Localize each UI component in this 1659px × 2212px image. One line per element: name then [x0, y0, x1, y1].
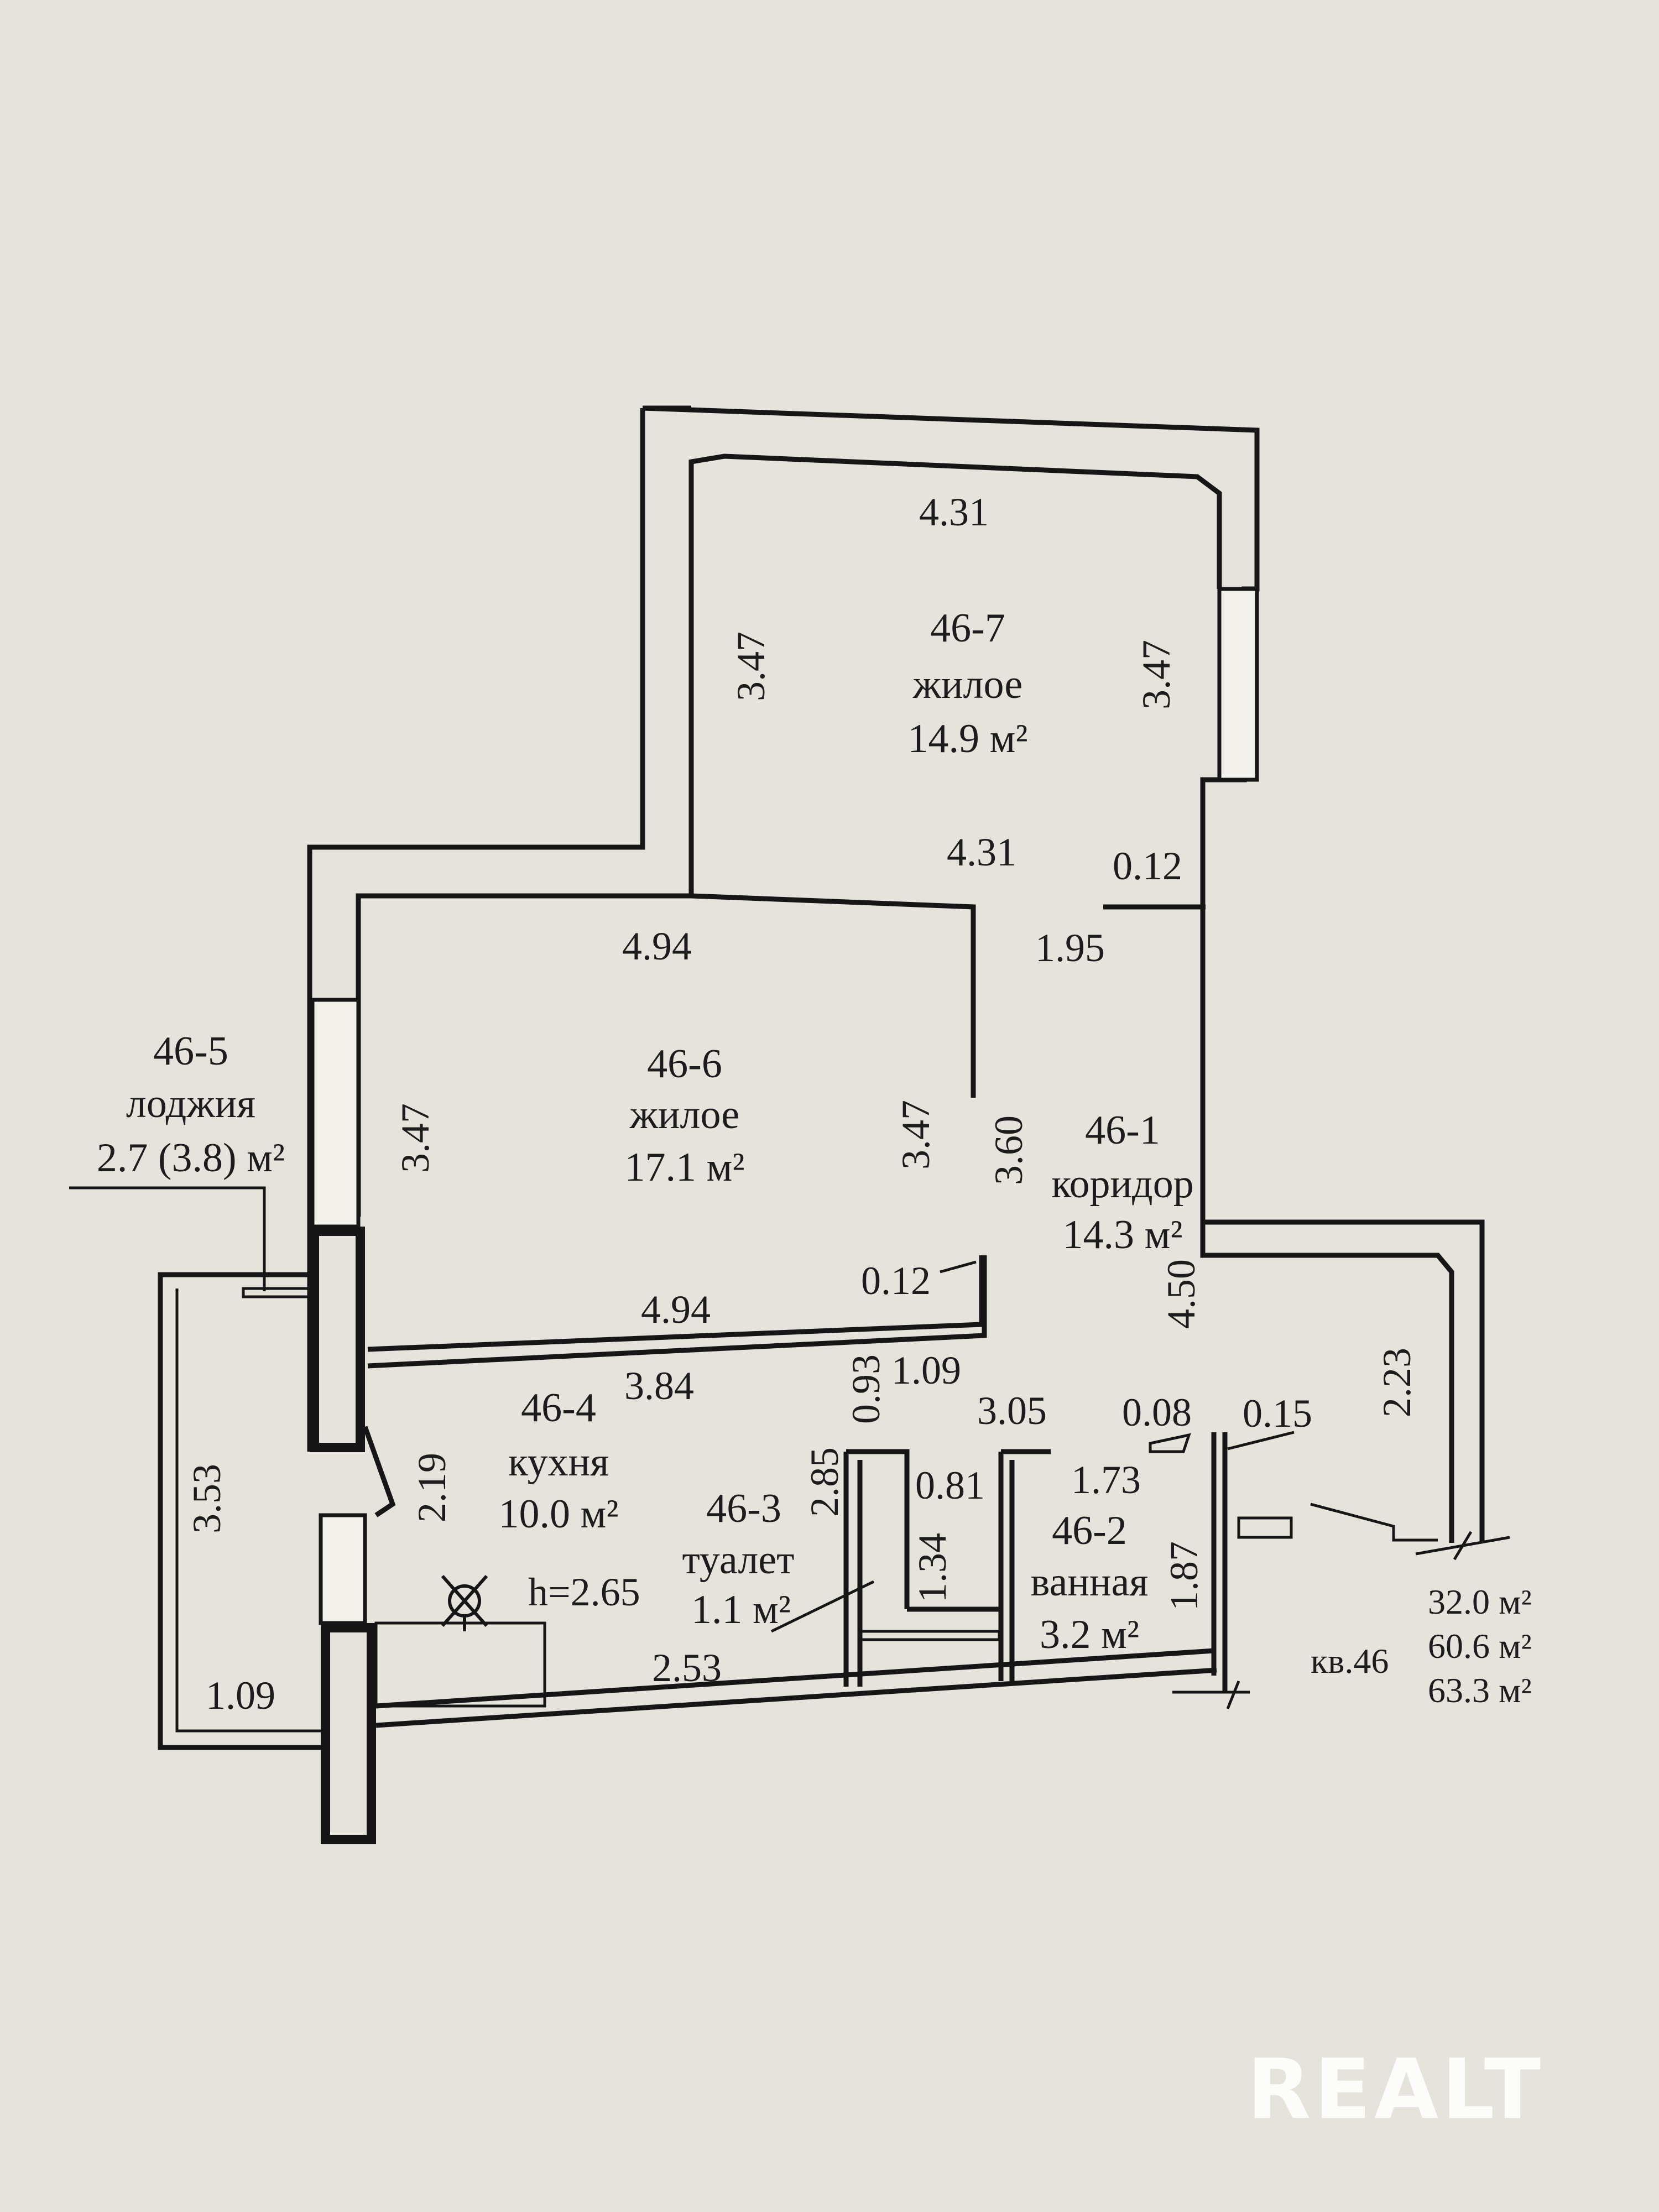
toilet-leader [770, 1580, 875, 1633]
toilet-step [858, 1630, 1001, 1641]
dim-log-bottom: 1.09 [206, 1673, 275, 1718]
exterior-tick [1415, 1531, 1510, 1561]
dim-0-08: 0.08 [1122, 1390, 1192, 1434]
total-area: 60.6 м² [1428, 1626, 1532, 1666]
dim-kit-bottom: 2.53 [652, 1646, 722, 1690]
bottom-wall [375, 1648, 1217, 1728]
dim-2-85: 2.85 [802, 1447, 847, 1517]
dim-r7-right: 3.47 [1134, 640, 1178, 709]
gas-supply-icon [441, 1575, 488, 1631]
corridor-right-wall [1200, 780, 1454, 1543]
dim-0-81: 0.81 [915, 1463, 985, 1507]
loggia-door [242, 1287, 311, 1298]
room-46-1-id: 46-1 [1085, 1108, 1160, 1153]
dim-cor-1-95: 1.95 [1035, 926, 1105, 970]
kitchen-window-jamb [362, 1426, 396, 1517]
leader-1-94 [1310, 1503, 1438, 1542]
realt-watermark: REALT [1247, 2042, 1544, 2138]
dim-partition-a: 0.12 [1113, 844, 1182, 888]
dim-1-34: 1.34 [910, 1533, 954, 1603]
window-kitchen [319, 1513, 367, 1625]
dim-r6-left: 3.47 [393, 1103, 437, 1173]
room-46-6-id: 46-6 [647, 1041, 722, 1087]
dim-cor-2-23: 2.23 [1375, 1348, 1419, 1417]
kitchen-counter [374, 1621, 546, 1708]
wall-pier-inner [319, 1236, 356, 1443]
dim-r6-top: 4.94 [622, 924, 692, 968]
dim-1-09: 1.09 [891, 1348, 961, 1392]
loggia-leader [69, 1186, 266, 1291]
dim-r7-top: 4.31 [919, 490, 989, 534]
bathroom-walls [998, 1432, 1228, 1692]
total-area-with-loggia: 63.3 м² [1428, 1671, 1532, 1710]
living-area: 32.0 м² [1428, 1582, 1532, 1621]
room-46-2-id: 46-2 [1052, 1508, 1127, 1553]
room-46-3-type: туалет [682, 1537, 795, 1583]
window-46-6 [310, 998, 361, 1229]
dim-0-93: 0.93 [844, 1354, 888, 1424]
kitchen-wall-pier-inner [330, 1632, 367, 1835]
room-46-7-area: 14.9 м² [907, 716, 1027, 761]
dim-cor-4-50: 4.50 [1159, 1259, 1203, 1329]
room-46-2-area: 3.2 м² [1040, 1612, 1139, 1657]
dim-r6-bottom: 4.94 [641, 1287, 711, 1332]
dim-r7-bottom: 4.31 [947, 830, 1016, 874]
ceiling-height: h=2.65 [528, 1570, 640, 1614]
room-46-7-inner-wall [688, 453, 1222, 896]
dim-kit-side: 2.19 [410, 1453, 454, 1522]
room-46-4-type: кухня [508, 1439, 609, 1485]
room-46-5-type: лоджия [126, 1081, 255, 1126]
window-46-7 [1217, 587, 1259, 782]
room-46-1-type: коридор [1051, 1161, 1193, 1207]
room-46-6-bottom-wall [367, 1255, 987, 1369]
room-46-3-area: 1.1 м² [691, 1587, 791, 1632]
dim-kit-top: 3.84 [624, 1364, 694, 1408]
room-46-6-area: 17.1 м² [624, 1145, 744, 1190]
room-46-1-area: 14.3 м² [1062, 1212, 1182, 1258]
room-46-4-area: 10.0 м² [498, 1491, 618, 1537]
dim-1-73: 1.73 [1071, 1458, 1141, 1502]
dim-r6-right: 3.47 [894, 1100, 938, 1170]
room-46-4-id: 46-4 [521, 1385, 596, 1431]
dim-0-15: 0.15 [1243, 1391, 1312, 1436]
dim-cor-3-60: 3.60 [987, 1115, 1031, 1185]
room-46-7-type: жилое [912, 662, 1022, 707]
leader-0-15 [1227, 1431, 1295, 1451]
dim-3-05: 3.05 [977, 1389, 1047, 1433]
dim-1-87: 1.87 [1162, 1541, 1206, 1611]
room-46-7-id: 46-7 [930, 606, 1005, 651]
room-46-3-id: 46-3 [706, 1486, 781, 1531]
room-46-5-area: 2.7 (3.8) м² [97, 1135, 285, 1181]
bathroom-partition [1149, 1433, 1191, 1453]
entry-ticks [1172, 1681, 1250, 1709]
toilet-walls [843, 1449, 1001, 1687]
room-46-5-id: 46-5 [153, 1029, 228, 1074]
partition-0-12-mid [940, 1260, 977, 1274]
entry-stub [1237, 1516, 1293, 1539]
loggia-inner [175, 1288, 324, 1733]
apartment-number: кв.46 [1311, 1641, 1389, 1681]
loggia-walls [158, 1272, 324, 1750]
room-46-6-type: жилое [629, 1092, 739, 1138]
dim-partition-b: 0.12 [861, 1259, 931, 1303]
room-46-2-type: ванная [1031, 1559, 1149, 1605]
dim-r7-left: 3.47 [729, 632, 773, 701]
dim-log-side: 3.53 [185, 1464, 229, 1533]
